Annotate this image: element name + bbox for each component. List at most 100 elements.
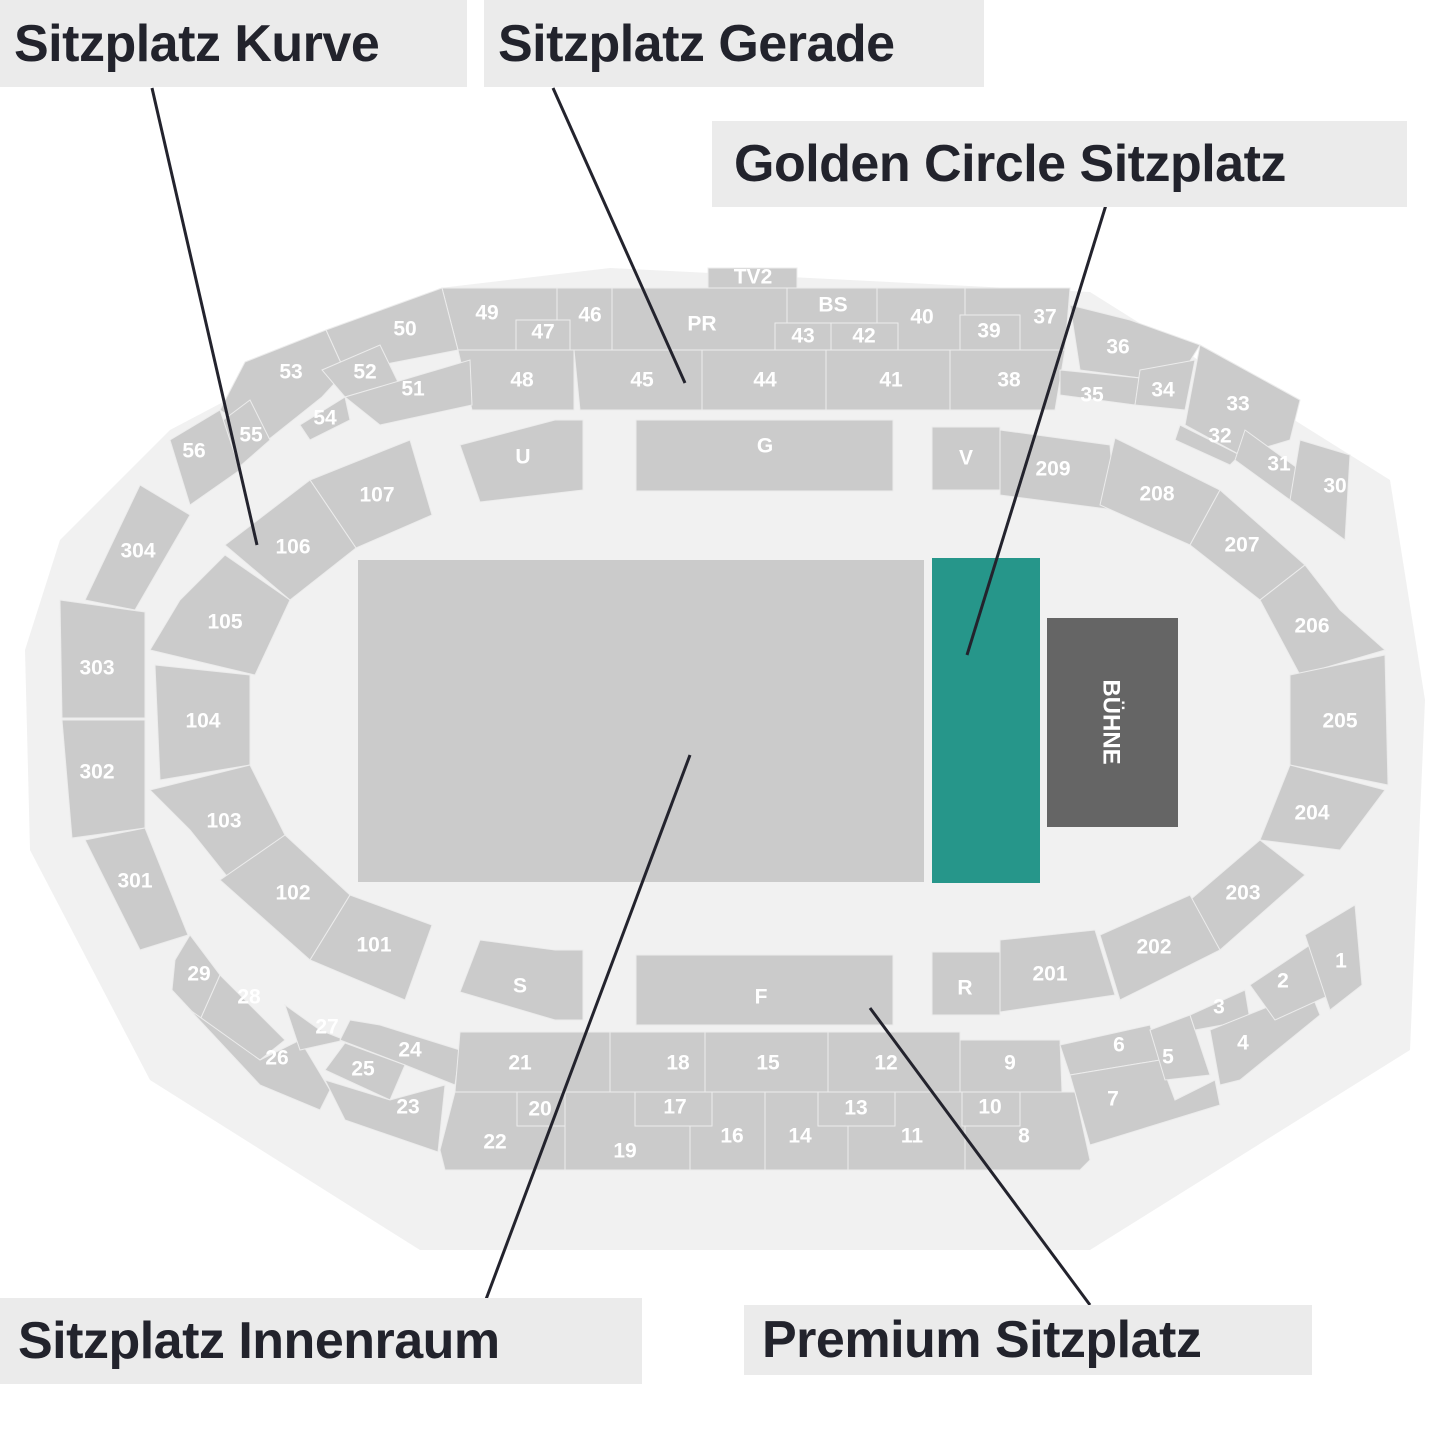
innenraum-floor[interactable]: [358, 560, 924, 882]
section-r[interactable]: [931, 951, 1001, 1016]
section-21[interactable]: [454, 1031, 611, 1093]
section-38[interactable]: [949, 349, 1066, 411]
golden-circle-area[interactable]: [932, 558, 1040, 883]
section-label-105: 105: [207, 611, 242, 634]
section-label-104: 104: [185, 710, 220, 733]
section-v[interactable]: [931, 426, 1001, 491]
section-label-46: 46: [578, 304, 601, 327]
section-label-30: 30: [1323, 475, 1346, 498]
section-label-27: 27: [315, 1016, 338, 1039]
callout-line-kurve: [150, 87, 259, 546]
section-51[interactable]: [343, 359, 473, 426]
section-f[interactable]: [635, 954, 894, 1026]
section-106[interactable]: [224, 479, 357, 601]
section-9[interactable]: [959, 1039, 1063, 1093]
callout-line-golden-circle: [965, 191, 1112, 656]
callout-premium-sitzplatz: Premium Sitzplatz: [744, 1305, 1312, 1375]
section-30[interactable]: [1289, 439, 1351, 541]
section-label-202: 202: [1136, 936, 1171, 959]
section-label-304: 304: [120, 540, 155, 563]
section-label-203: 203: [1225, 882, 1260, 905]
section-label-301: 301: [117, 870, 152, 893]
section-label-1: 1: [1335, 950, 1347, 973]
section-label-29: 29: [187, 963, 210, 986]
section-label-5: 5: [1162, 1046, 1174, 1069]
section-label-50: 50: [393, 318, 416, 341]
section-304[interactable]: [84, 484, 191, 611]
section-label-3: 3: [1213, 996, 1225, 1019]
section-label-10: 10: [978, 1096, 1001, 1119]
section-label-13: 13: [844, 1097, 867, 1120]
section-label-15: 15: [756, 1052, 780, 1075]
callout-line-premium: [868, 1007, 1092, 1306]
section-label-18: 18: [666, 1052, 690, 1075]
section-label-22: 22: [483, 1131, 506, 1154]
section-301[interactable]: [84, 827, 189, 951]
section-label-8: 8: [1018, 1125, 1030, 1148]
callout-line-innenraum: [483, 754, 692, 1303]
section-label-r: R: [957, 977, 972, 1000]
stage-label: BÜHNE: [1098, 679, 1125, 764]
section-label-207: 207: [1224, 534, 1259, 557]
section-25[interactable]: [324, 1042, 406, 1101]
section-label-s: S: [513, 975, 527, 998]
section-label-23: 23: [396, 1096, 419, 1119]
section-105[interactable]: [149, 554, 291, 676]
section-label-12: 12: [874, 1052, 897, 1075]
section-label-36: 36: [1106, 336, 1129, 359]
section-s[interactable]: [459, 939, 584, 1021]
section-label-f: F: [755, 986, 768, 1009]
section-tv2[interactable]: [707, 267, 798, 289]
section-303[interactable]: [59, 599, 146, 719]
section-u[interactable]: [459, 419, 584, 503]
section-24[interactable]: [339, 1019, 461, 1086]
section-label-21: 21: [508, 1052, 532, 1075]
section-54[interactable]: [299, 396, 351, 441]
section-label-53: 53: [279, 361, 302, 384]
section-label-tv2: TV2: [734, 266, 773, 289]
section-label-11: 11: [901, 1125, 924, 1148]
section-label-102: 102: [275, 882, 310, 905]
section-23[interactable]: [324, 1079, 446, 1153]
callout-sitzplatz-kurve: Sitzplatz Kurve: [0, 0, 467, 87]
section-label-52: 52: [353, 361, 376, 384]
section-206[interactable]: [1259, 564, 1387, 676]
section-label-20: 20: [528, 1098, 551, 1121]
section-label-47: 47: [531, 321, 554, 344]
section-label-208: 208: [1139, 483, 1174, 506]
section-32[interactable]: [1174, 424, 1241, 466]
section-205[interactable]: [1289, 654, 1389, 786]
callout-sitzplatz-innenraum: Sitzplatz Innenraum: [0, 1298, 642, 1384]
section-label-28: 28: [237, 986, 261, 1009]
section-101[interactable]: [309, 894, 433, 1001]
section-label-201: 201: [1032, 963, 1067, 986]
section-label-206: 206: [1294, 615, 1329, 638]
section-label-107: 107: [359, 484, 394, 507]
section-label-16: 16: [720, 1125, 743, 1148]
section-1[interactable]: [1304, 904, 1363, 1011]
section-label-31: 31: [1267, 453, 1291, 476]
section-label-43: 43: [791, 325, 814, 348]
section-label-49: 49: [475, 302, 498, 325]
section-34[interactable]: [1134, 359, 1196, 411]
callout-sitzplatz-gerade: Sitzplatz Gerade: [484, 0, 984, 87]
section-label-9: 9: [1004, 1052, 1016, 1075]
section-label-51: 51: [401, 378, 425, 401]
section-label-302: 302: [79, 761, 114, 784]
stage: [1047, 618, 1178, 827]
section-18[interactable]: [609, 1031, 706, 1093]
section-label-32: 32: [1208, 425, 1231, 448]
section-label-55: 55: [239, 424, 263, 447]
section-label-u: U: [515, 446, 530, 469]
callout-golden-circle-sitzplatz: Golden Circle Sitzplatz: [712, 121, 1407, 207]
section-label-44: 44: [753, 369, 777, 392]
section-202[interactable]: [1099, 894, 1221, 1001]
section-label-33: 33: [1226, 393, 1249, 416]
callout-lines: [150, 87, 1112, 1306]
section-5[interactable]: [1149, 1014, 1211, 1081]
section-label-g: G: [757, 435, 773, 458]
section-g[interactable]: [635, 419, 894, 492]
section-label-56: 56: [182, 440, 205, 463]
section-204[interactable]: [1259, 764, 1386, 851]
callout-line-gerade: [551, 87, 687, 384]
